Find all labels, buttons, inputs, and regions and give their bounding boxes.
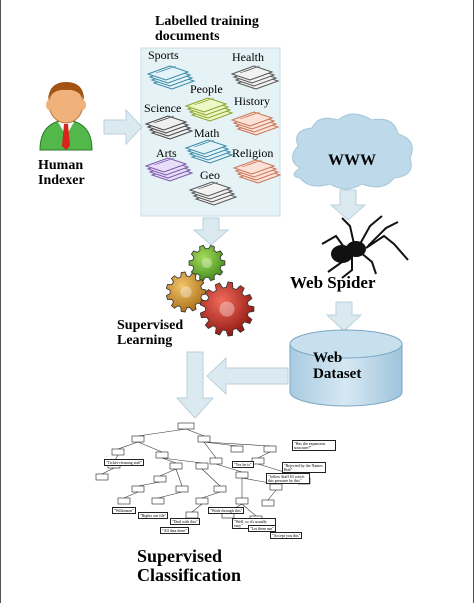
tree-edge — [175, 468, 183, 487]
tree-node — [195, 497, 209, 505]
training-documents-title: Labelled training documents — [155, 14, 259, 45]
category-label-health: Health — [232, 50, 264, 64]
web-spider-label: Web Spider — [290, 273, 376, 292]
tree-node — [213, 485, 227, 493]
tree-edge — [123, 491, 139, 499]
category-label-history: History — [234, 94, 270, 108]
tree-node — [111, 448, 125, 456]
tree-leaf-label: "Rejected by the Names Bob" — [282, 462, 326, 473]
tree-edge — [157, 491, 183, 499]
document-stack-math — [184, 139, 234, 164]
tree-node — [269, 483, 283, 491]
document-stack-geo — [188, 181, 238, 206]
tree-edge — [161, 457, 177, 464]
tree-leaf-label: "Deal with this" — [170, 518, 200, 525]
arrow-documents-to-learning — [192, 217, 230, 246]
tree-edge — [203, 441, 217, 459]
document-stack-people — [184, 97, 234, 122]
category-label-religion: Religion — [232, 146, 274, 160]
tree-edge — [191, 503, 203, 513]
supervised-classification-label: Supervised Classification — [137, 546, 242, 586]
tree-node — [261, 499, 275, 507]
tree-edge — [185, 428, 205, 437]
tree-leaf-label: "Ticket-cleaning staff" — [104, 459, 145, 466]
tree-node — [209, 457, 223, 465]
category-label-sports: Sports — [148, 48, 179, 62]
tree-edge — [117, 441, 139, 450]
tree-node — [95, 473, 109, 481]
decision-tree — [95, 422, 311, 523]
tree-node — [175, 485, 189, 493]
tree-leaf-label: "Accept you this" — [270, 532, 303, 539]
web-spider-icon — [321, 215, 409, 279]
document-stack-religion — [232, 159, 282, 184]
tree-leaf-label: "Rights out file" — [138, 512, 169, 519]
arrow-dataset-to-tree — [206, 356, 289, 396]
tree-node — [131, 435, 145, 443]
gear-green-icon — [188, 244, 226, 282]
tree-node — [151, 497, 165, 505]
tree-edge — [201, 468, 221, 487]
tree-node — [153, 475, 167, 483]
tree-node — [197, 435, 211, 443]
supervised-learning-label: Supervised Learning — [117, 318, 184, 349]
arrow-spider-to-dataset — [325, 301, 363, 332]
tree-edge — [137, 441, 163, 453]
document-stack-science — [144, 115, 194, 140]
gears-icon — [165, 244, 255, 337]
document-stack-history — [230, 111, 280, 136]
document-stack-arts — [144, 157, 194, 182]
www-label: WWW — [328, 152, 376, 169]
tree-edge — [159, 468, 177, 477]
web-dataset-cylinder — [289, 329, 403, 407]
tree-leaf-label: "follow Staff 63 watch this pressure by … — [266, 473, 310, 484]
category-label-geo: Geo — [200, 168, 220, 182]
tree-leaf-label: "Work through this" — [208, 507, 245, 514]
document-stack-sports — [146, 65, 196, 90]
tree-edge — [203, 441, 238, 447]
tree-node — [235, 471, 249, 479]
tree-edge — [137, 481, 161, 487]
arrow-www-to-spider — [329, 189, 367, 221]
category-label-math: Math — [194, 126, 220, 140]
human-indexer-label: Human Indexer — [38, 158, 85, 189]
web-dataset-label: Web Dataset — [313, 350, 362, 383]
tree-node — [251, 457, 265, 465]
tree-edge — [137, 428, 187, 437]
tree-node — [230, 445, 244, 453]
tree-node — [195, 462, 209, 470]
gear-red-icon — [199, 281, 255, 337]
www-cloud-icon — [292, 113, 413, 190]
tree-node — [177, 422, 195, 430]
tree-edge — [241, 503, 257, 517]
tree-edge — [267, 489, 277, 501]
tree-node — [131, 485, 145, 493]
tree-edge — [161, 457, 203, 464]
tree-node — [169, 462, 183, 470]
tree-node — [155, 451, 169, 459]
tree-edge — [215, 463, 243, 473]
tree-leaf-label: "Let them run" — [248, 525, 276, 532]
tree-node — [263, 445, 277, 453]
category-label-science: Science — [144, 101, 182, 115]
human-indexer-icon — [39, 82, 93, 151]
tree-node — [235, 497, 249, 505]
tree-leaf-label: "Wilkinson" — [112, 507, 136, 514]
tree-edge — [257, 451, 271, 459]
tree-edge — [203, 441, 271, 447]
tree-node — [117, 497, 131, 505]
tree-edge — [101, 467, 115, 475]
document-stacks — [144, 65, 282, 206]
category-label-people: People — [190, 82, 223, 96]
tree-leaf-label: "Yes he is" — [232, 461, 254, 468]
tree-edge — [201, 491, 221, 499]
arrow-indexer-to-documents — [103, 108, 143, 146]
tree-leaf-label: "All data done" — [160, 527, 189, 534]
tree-leaf-label: "Has the expansion structure?" — [292, 440, 336, 451]
gear-orange-icon — [165, 271, 207, 313]
category-label-arts: Arts — [156, 146, 177, 160]
arrow-learning-to-tree — [175, 351, 215, 419]
document-stack-health — [230, 65, 280, 90]
